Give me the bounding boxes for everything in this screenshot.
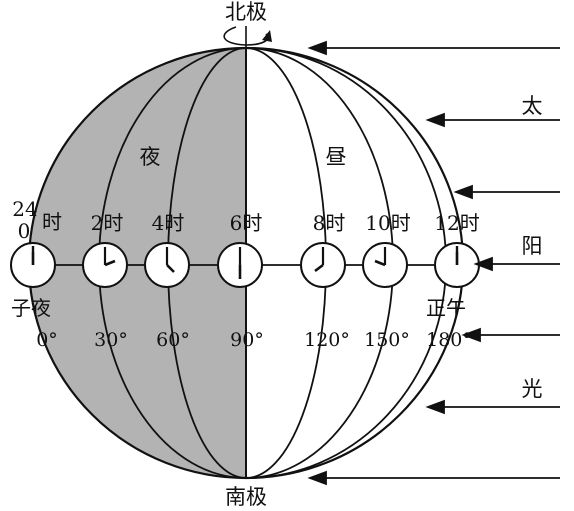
- degree-label-120: 120°: [304, 329, 350, 351]
- night-region: [29, 48, 246, 478]
- time-label-8: 8时: [313, 211, 346, 235]
- time-label-24: 24: [12, 197, 37, 221]
- sunlight-char-2: 阳: [522, 234, 543, 258]
- clock-0h: [10, 242, 56, 288]
- rotation-arrow-icon: [223, 26, 272, 48]
- night-label: 夜: [140, 145, 161, 169]
- time-label-6: 6时: [230, 211, 263, 235]
- clock-4h: [144, 242, 190, 288]
- noon-label: 正午: [426, 296, 466, 320]
- clock-8h: [300, 242, 346, 288]
- clock-12h: [434, 242, 480, 288]
- time-label-0: 0: [18, 219, 31, 243]
- north-pole-label: 北极: [225, 0, 267, 24]
- degree-label-60: 60°: [156, 329, 190, 351]
- time-label-4: 4时: [152, 211, 185, 235]
- degree-label-0: 0°: [36, 329, 58, 351]
- south-pole-label: 南极: [225, 485, 267, 509]
- degree-label-90: 90°: [230, 329, 264, 351]
- clock-10h: [362, 242, 408, 288]
- day-label: 昼: [326, 145, 347, 169]
- time-label-10: 10时: [365, 211, 410, 235]
- degree-label-30: 30°: [94, 329, 128, 351]
- degree-label-150: 150°: [364, 329, 410, 351]
- degree-label-180: 180°: [426, 329, 472, 351]
- time-label-2: 2时: [91, 211, 124, 235]
- clock-2h: [82, 242, 128, 288]
- sunlight-char-1: 太: [522, 94, 543, 118]
- midnight-label: 子夜: [11, 296, 51, 320]
- sunlight-arrows: [307, 40, 560, 486]
- meridian-180: [245, 47, 447, 479]
- time-label-12: 12时: [434, 211, 479, 235]
- time-label-24-suffix: 时: [42, 210, 62, 234]
- sunlight-char-3: 光: [522, 377, 543, 401]
- clock-6h: [217, 242, 263, 288]
